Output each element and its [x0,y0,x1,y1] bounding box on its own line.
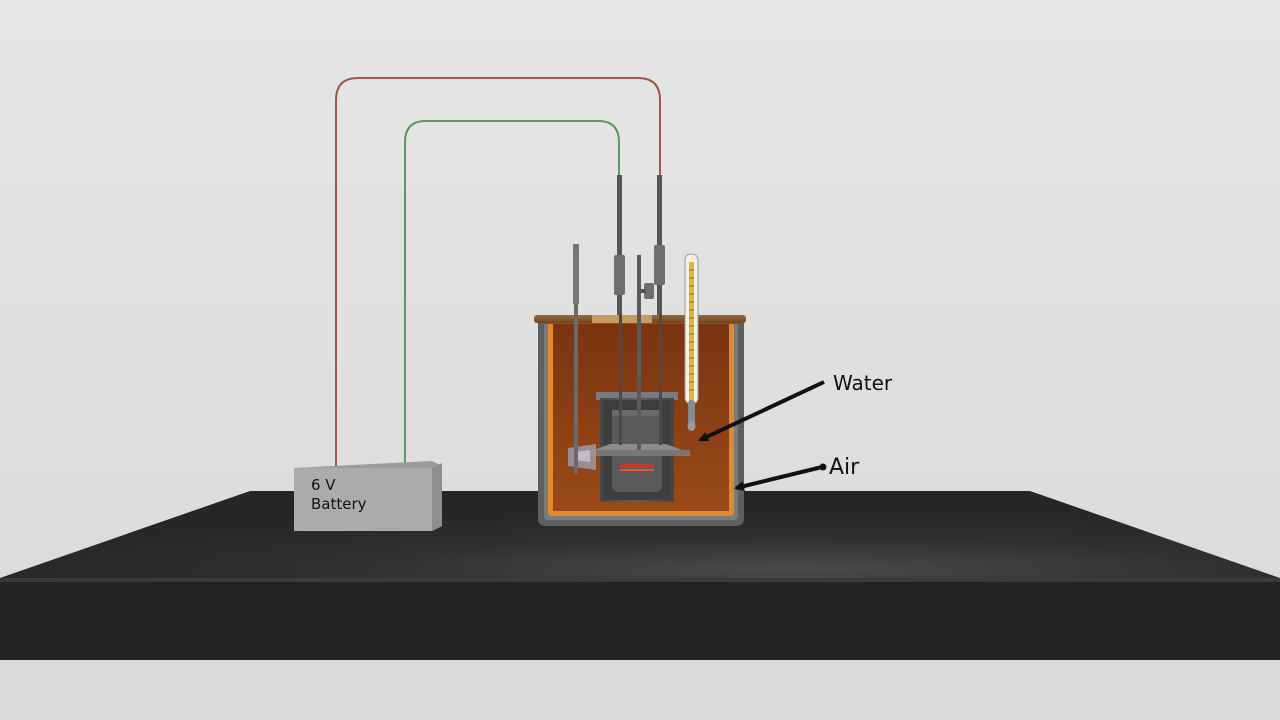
battery-name-label: Battery [311,495,367,513]
thermometer-mercury [689,262,694,402]
electrode-left [617,175,622,315]
rods [573,175,665,474]
water-label: Water [833,371,893,395]
annotations: Water Air [698,371,893,491]
green-wire [404,120,620,466]
battery-voltage-label: 6 V [311,476,336,494]
air-arrow [734,465,823,491]
stirrer-paddle [568,444,596,470]
thermometer-bulb [687,421,696,431]
thermometer [684,253,699,431]
stirrer-rod [574,244,578,474]
red-wire [335,77,661,466]
air-arrow-dot [819,463,827,471]
heater-coil [620,464,654,468]
center-rod [637,255,641,450]
table-front [0,578,1280,660]
stirrer-handle [644,283,654,299]
battery-body [294,468,432,531]
water-arrow [698,380,825,442]
battery: 6 V Battery [294,461,442,531]
battery-side [432,463,442,531]
air-label: Air [829,455,860,480]
wires [335,77,661,466]
